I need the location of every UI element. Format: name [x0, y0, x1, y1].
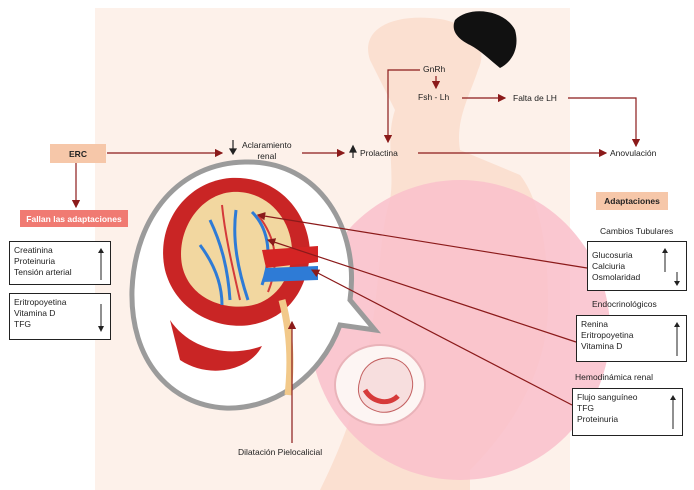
label-anovulacion: Anovulación	[610, 148, 656, 159]
list-item: TFG	[577, 403, 678, 414]
up-arrow-icon	[98, 248, 104, 280]
fetus-illustration	[335, 345, 425, 425]
heading-cambios-tubulares: Cambios Tubulares	[600, 226, 673, 237]
list-item: Osmolaridad	[592, 272, 682, 283]
list-item: Proteinuria	[577, 414, 678, 425]
erc-badge: ERC	[50, 144, 106, 163]
heading-hemodinamica-renal: Hemodinámica renal	[575, 372, 653, 383]
list-item: Creatinina	[14, 245, 106, 256]
label-gnrh: GnRh	[423, 64, 445, 75]
hemodinamica-box: Flujo sanguíneo TFG Proteinuria	[572, 388, 683, 436]
down-arrow-icon	[98, 304, 104, 332]
down-arrow-icon	[674, 272, 680, 286]
tubulares-box: Glucosuria Calciuria Osmolaridad	[587, 241, 687, 291]
up-arrow-icon	[674, 322, 680, 356]
list-item: Renina	[581, 319, 682, 330]
list-item: Vitamina D	[14, 308, 106, 319]
renal-vein	[262, 266, 318, 282]
erc-increase-box: Creatinina Proteinuria Tensión arterial	[9, 241, 111, 285]
label-falta-lh: Falta de LH	[513, 93, 557, 104]
endocrino-box: Renina Eritropoyetina Vitamina D	[576, 315, 687, 362]
arrow-falta-anovulacion	[568, 98, 636, 146]
list-item: Calciuria	[592, 261, 682, 272]
up-arrow-icon	[670, 395, 676, 429]
heading-endocrinologicos: Endocrinológicos	[592, 299, 657, 310]
label-aclaramiento-renal: Aclaramiento renal	[242, 140, 292, 162]
erc-decrease-box: Eritropoyetina Vitamina D TFG	[9, 293, 111, 340]
list-item: Eritropoyetina	[581, 330, 682, 341]
up-arrow-icon	[662, 248, 668, 272]
label-dilatacion-pielocalicial: Dilatación Pielocalicial	[238, 447, 322, 458]
list-item: Glucosuria	[592, 250, 682, 261]
list-item: TFG	[14, 319, 106, 330]
list-item: Tensión arterial	[14, 267, 106, 278]
adaptaciones-badge: Adaptaciones	[596, 192, 668, 210]
fallan-adaptaciones-badge: Fallan las adaptaciones	[20, 210, 128, 227]
list-item: Flujo sanguíneo	[577, 392, 678, 403]
label-fsh-lh: Fsh - Lh	[418, 92, 449, 103]
belly-shape	[310, 180, 610, 480]
list-item: Proteinuria	[14, 256, 106, 267]
list-item: Eritropoyetina	[14, 297, 106, 308]
list-item: Vitamina D	[581, 341, 682, 352]
label-prolactina: Prolactina	[360, 148, 398, 159]
